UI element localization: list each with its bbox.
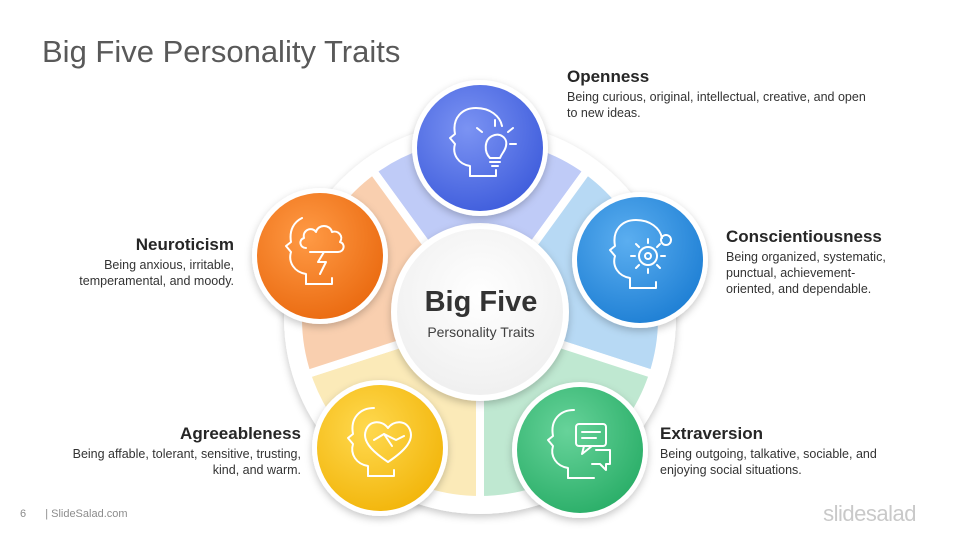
circle-openness xyxy=(412,80,548,216)
trait-desc-extraversion: Being outgoing, talkative, sociable, and… xyxy=(660,446,877,478)
head-handshake-heart-icon xyxy=(347,407,412,477)
desc-line: punctual, achievement- xyxy=(726,266,856,280)
trait-desc-neuroticism: Being anxious, irritable, temperamental,… xyxy=(79,257,234,289)
head-storm-cloud-icon xyxy=(285,217,345,285)
trait-name-extraversion: Extraversion xyxy=(660,424,763,443)
desc-line: Being curious, original, intellectual, c… xyxy=(567,90,866,104)
center-subtitle: Personality Traits xyxy=(427,324,535,340)
center-disc xyxy=(391,223,569,401)
head-gear-icon xyxy=(609,219,672,289)
desc-line: Being organized, systematic, xyxy=(726,250,886,264)
page-title: Big Five Personality Traits xyxy=(42,34,401,69)
center-title: Big Five xyxy=(424,286,538,318)
desc-line: temperamental, and moody. xyxy=(79,274,234,288)
head-lightbulb-icon xyxy=(449,107,517,177)
desc-line: to new ideas. xyxy=(567,106,641,120)
circle-agreeableness xyxy=(312,380,448,516)
circle-neuroticism xyxy=(252,188,388,324)
trait-desc-openness: Being curious, original, intellectual, c… xyxy=(567,89,866,121)
circle-extraversion xyxy=(512,382,648,518)
footer: 6 | SlideSalad.com xyxy=(20,508,128,520)
desc-line: Being anxious, irritable, xyxy=(104,258,234,272)
footer-source: | SlideSalad.com xyxy=(45,508,128,520)
desc-line: Being affable, tolerant, sensitive, trus… xyxy=(72,447,301,461)
desc-line: oriented, and dependable. xyxy=(726,282,872,296)
trait-name-agreeableness: Agreeableness xyxy=(180,424,301,443)
brand-logo: slidesalad xyxy=(823,501,916,526)
trait-name-openness: Openness xyxy=(567,67,650,86)
circle-conscientiousness xyxy=(572,192,708,328)
desc-line: kind, and warm. xyxy=(212,463,301,477)
head-chat-icon xyxy=(547,409,611,479)
desc-line: enjoying social situations. xyxy=(660,463,802,477)
trait-desc-conscientiousness: Being organized, systematic, punctual, a… xyxy=(726,249,886,297)
desc-line: Being outgoing, talkative, sociable, and xyxy=(660,447,877,461)
trait-name-neuroticism: Neuroticism xyxy=(135,235,234,254)
trait-desc-agreeableness: Being affable, tolerant, sensitive, trus… xyxy=(73,446,301,478)
page-number: 6 xyxy=(20,508,27,520)
trait-name-conscientiousness: Conscientiousness xyxy=(726,227,882,246)
